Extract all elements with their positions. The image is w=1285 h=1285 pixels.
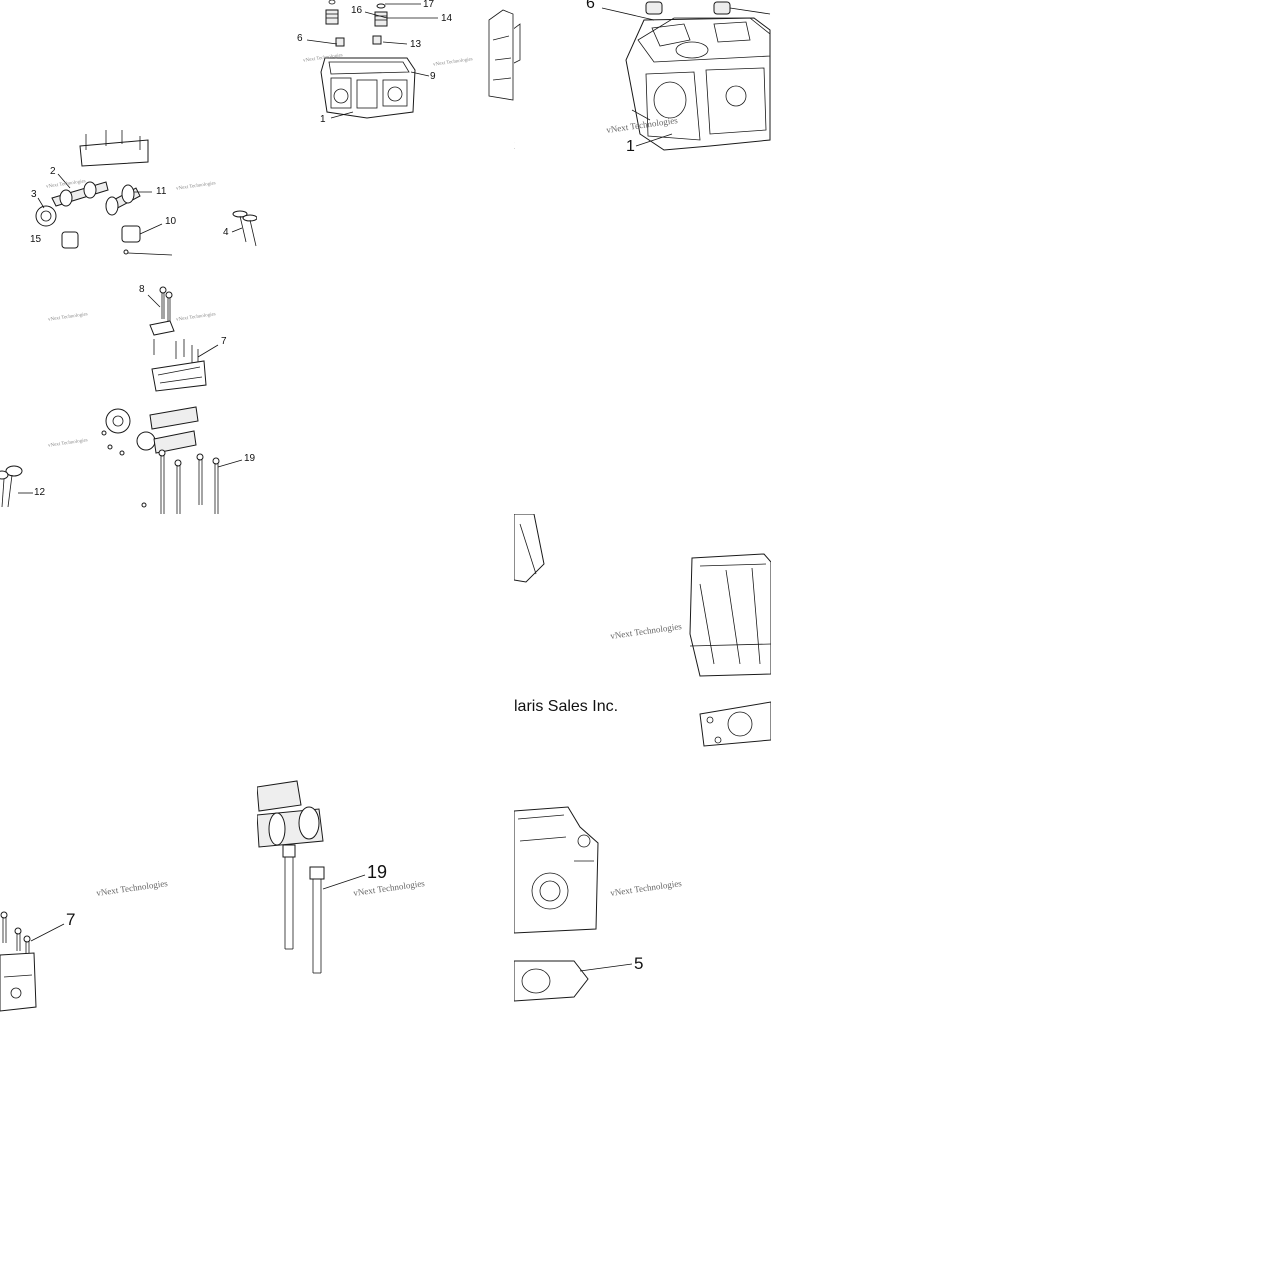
- valve-spring: [325, 9, 339, 25]
- camshaft-intake: [51, 181, 109, 207]
- sprocket: [35, 205, 57, 227]
- tile-bolts-cam-carrier: 8 7 19 12 vNext Technologies vNext Techn…: [0, 257, 257, 514]
- callout-6: 6: [586, 0, 595, 12]
- callout-13: 13: [410, 39, 422, 50]
- tile-long-bolts: 19 vNext Technologies: [257, 771, 514, 1028]
- copyright-fragment: © 2: [514, 138, 515, 152]
- bolts-seven-drawing: [0, 911, 65, 1012]
- callout-9: 9: [430, 71, 436, 82]
- callout-11: 11: [156, 186, 167, 197]
- cylinder-gasket-drawing: [514, 514, 771, 747]
- callout-1: 1: [626, 138, 635, 155]
- sales-fragment: laris Sales Inc.: [514, 698, 619, 715]
- tile-cylinder-head-zoom: 6 1 vNext Technologies © 2: [514, 0, 771, 257]
- callout-10: 10: [165, 216, 177, 227]
- callout-2: 2: [50, 166, 56, 177]
- callout-12: 12: [34, 487, 46, 498]
- camshaft-exhaust: [105, 184, 141, 216]
- callout-7: 7: [66, 910, 76, 929]
- callout-14: 14: [441, 13, 453, 24]
- callout-17: 17: [423, 0, 435, 10]
- bucket: [61, 231, 79, 249]
- long-bolt: [309, 866, 325, 974]
- callout-15: 15: [30, 234, 42, 245]
- tile-bolts-seven: 7 vNext Technologies: [0, 771, 257, 1028]
- tile-cylinder-gasket: laris Sales Inc. vNext Technologies: [514, 514, 771, 771]
- head-gasket: [699, 701, 771, 747]
- head-gasket: [514, 960, 589, 1002]
- callout-19: 19: [244, 453, 256, 464]
- long-bolts-drawing: [257, 780, 366, 974]
- callout-19: 19: [367, 862, 388, 882]
- callout-8: 8: [139, 284, 145, 295]
- cam-carrier-drawing: [0, 286, 243, 514]
- callout-16: 16: [351, 5, 363, 16]
- tile-cylinder-head-overview: 17 16 14 6 13 9 1 vNext Technologies vNe…: [257, 0, 514, 257]
- cylinder-head-drawing: [306, 0, 514, 119]
- long-bolt: [282, 844, 296, 950]
- tile-cylinder-gasket-five: 5 vNext Technologies: [514, 771, 771, 1028]
- gasket-five-drawing: [514, 806, 633, 1002]
- callout-6: 6: [297, 33, 303, 44]
- callout-4: 4: [223, 227, 229, 238]
- cylinder-head-zoom-drawing: [514, 1, 771, 151]
- callout-5: 5: [634, 954, 644, 973]
- callout-3: 3: [31, 189, 37, 200]
- bucket: [121, 225, 141, 243]
- tile-camshafts: 2 11 3 10 4 15 vNext Technologies vNext …: [0, 110, 257, 257]
- sprocket: [105, 408, 131, 434]
- valve-spring: [374, 11, 388, 27]
- callout-1: 1: [320, 114, 326, 125]
- valve-retainer: [645, 1, 731, 15]
- callout-7: 7: [221, 336, 227, 347]
- camshaft-drawing: [35, 130, 257, 256]
